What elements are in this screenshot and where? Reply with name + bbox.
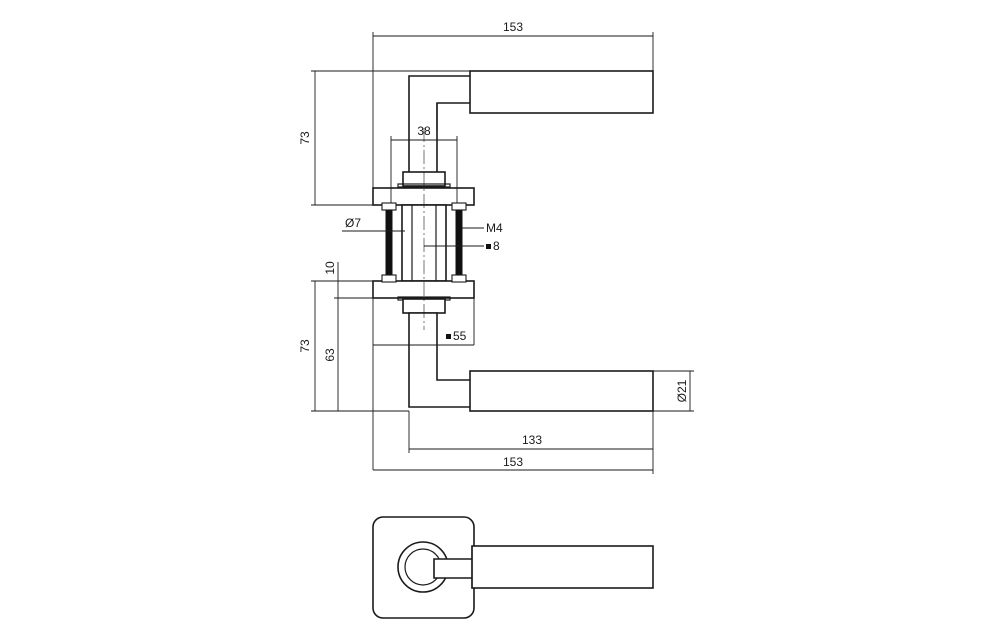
left-bolt-bottom-nut (381, 274, 397, 283)
dim-grip-diameter: Ø21 (675, 379, 689, 402)
dim-height-upper: 73 (298, 131, 312, 145)
dim-rose-square: 55 (453, 329, 467, 343)
lower-rose-plate (372, 280, 475, 299)
right-bolt-top-nut (451, 202, 467, 211)
square-symbol-icon (446, 334, 451, 339)
front-view (372, 516, 654, 619)
dim-thread: M4 (486, 221, 503, 235)
dim-height-63: 63 (323, 348, 337, 362)
square-symbol-icon (486, 244, 491, 249)
dim-spindle-square: 8 (493, 239, 500, 253)
lower-lever-grip (469, 370, 654, 412)
dim-spindle-spacing: 38 (417, 124, 431, 138)
spindle-assembly (372, 171, 475, 314)
dim-bolt-diameter: Ø7 (345, 216, 361, 230)
dim-lever-length: 133 (522, 433, 542, 447)
lower-lever-neck (408, 312, 472, 408)
right-bolt (455, 209, 463, 276)
dim-total-length-bottom: 153 (503, 455, 523, 469)
front-lever-grip (471, 545, 654, 589)
upper-lever (408, 70, 654, 174)
upper-lever-grip (469, 70, 654, 114)
upper-rose-plate (372, 187, 475, 206)
lower-lever (408, 312, 654, 412)
right-bolt-bottom-nut (451, 274, 467, 283)
dim-total-length-top: 153 (503, 20, 523, 34)
front-lever-neck (433, 558, 475, 579)
dimension-labels: 153 73 38 Ø7 M4 8 10 73 63 55 Ø21 133 15… (298, 20, 689, 469)
dim-height-lower: 73 (298, 339, 312, 353)
left-bolt (385, 209, 393, 276)
dim-offset-10: 10 (323, 261, 337, 275)
left-bolt-top-nut (381, 202, 397, 211)
